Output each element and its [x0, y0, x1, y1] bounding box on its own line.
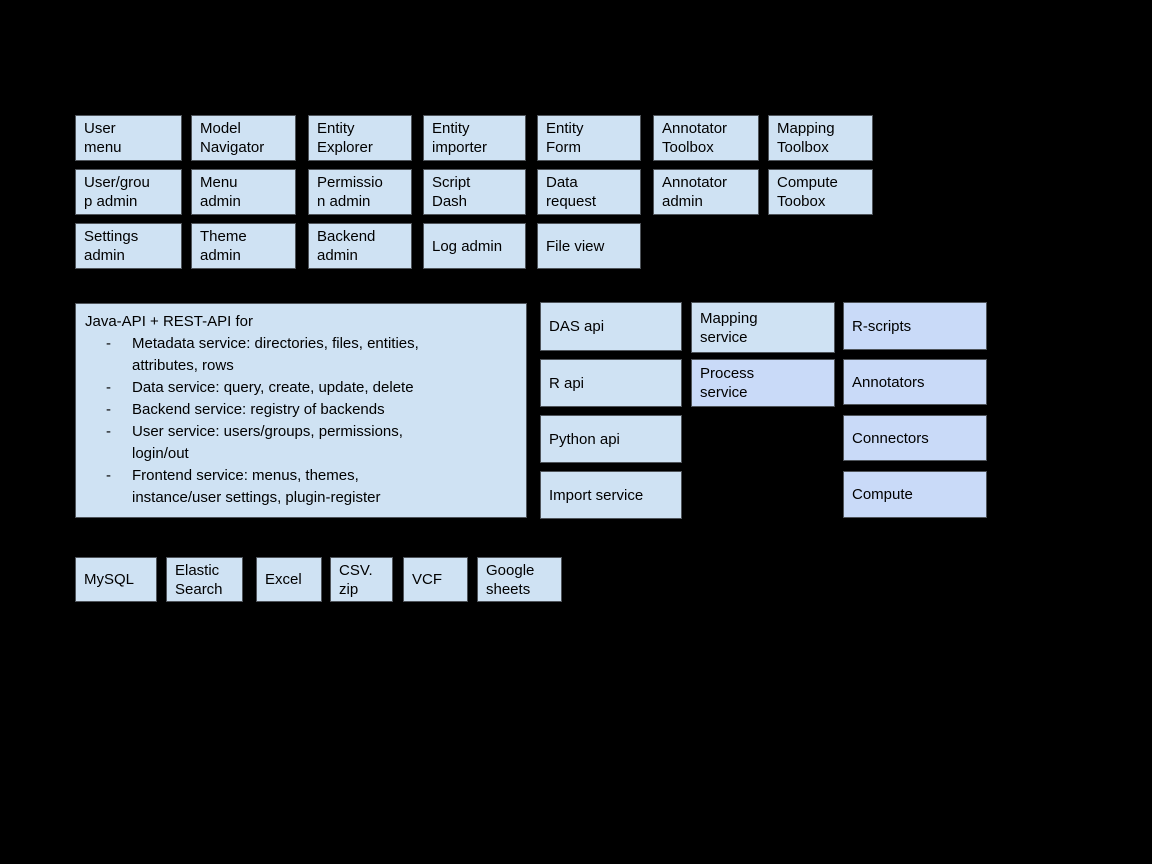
node-excel: Excel — [256, 557, 322, 602]
bullet-dash: - — [106, 467, 111, 484]
node-compute: Compute — [843, 471, 987, 518]
node-mysql: MySQL — [75, 557, 157, 602]
node-menu-admin: Menu admin — [191, 169, 296, 215]
api-box-bullet-text: Backend service: registry of backends — [132, 401, 385, 418]
node-data-request: Data request — [537, 169, 641, 215]
node-permission-admin: Permissio n admin — [308, 169, 412, 215]
node-annotator-admin: Annotator admin — [653, 169, 759, 215]
node-csv-zip: CSV. zip — [330, 557, 393, 602]
node-backend-admin: Backend admin — [308, 223, 412, 269]
api-box-bullet-data: - Data service: query, create, update, d… — [85, 377, 517, 399]
bullet-dash: - — [106, 423, 111, 440]
api-box-bullet-text: Data service: query, create, update, del… — [132, 379, 414, 396]
node-mapping-service: Mapping service — [691, 302, 835, 353]
node-entity-form: Entity Form — [537, 115, 641, 161]
node-entity-explorer: Entity Explorer — [308, 115, 412, 161]
bullet-dash: - — [106, 401, 111, 418]
node-log-admin: Log admin — [423, 223, 526, 269]
node-compute-toolbox: Compute Toobox — [768, 169, 873, 215]
node-r-scripts: R-scripts — [843, 302, 987, 350]
node-python-api: Python api — [540, 415, 682, 463]
node-google-sheets: Google sheets — [477, 557, 562, 602]
node-mapping-toolbox: Mapping Toolbox — [768, 115, 873, 161]
node-connectors: Connectors — [843, 415, 987, 461]
api-box-bullet-text: Metadata service: directories, files, en… — [132, 335, 419, 374]
api-box-bullet-text: Frontend service: menus, themes, instanc… — [132, 467, 381, 506]
node-settings-admin: Settings admin — [75, 223, 182, 269]
node-import-service: Import service — [540, 471, 682, 519]
node-java-rest-api: Java-API + REST-API for - Metadata servi… — [75, 303, 527, 518]
bullet-dash: - — [106, 335, 111, 352]
node-user-group-admin: User/grou p admin — [75, 169, 182, 215]
node-annotators: Annotators — [843, 359, 987, 405]
api-box-title: Java-API + REST-API for — [85, 313, 253, 330]
node-annotator-toolbox: Annotator Toolbox — [653, 115, 759, 161]
api-box-bullet-metadata: - Metadata service: directories, files, … — [85, 333, 517, 377]
node-das-api: DAS api — [540, 302, 682, 351]
node-entity-importer: Entity importer — [423, 115, 526, 161]
api-box-bullet-user: - User service: users/groups, permission… — [85, 421, 517, 465]
bullet-dash: - — [106, 379, 111, 396]
node-user-menu: User menu — [75, 115, 182, 161]
api-box-bullet-frontend: - Frontend service: menus, themes, insta… — [85, 465, 517, 509]
node-r-api: R api — [540, 359, 682, 407]
api-box-bullet-text: User service: users/groups, permissions,… — [132, 423, 403, 462]
node-model-navigator: Model Navigator — [191, 115, 296, 161]
node-process-service: Process service — [691, 359, 835, 407]
node-elastic-search: Elastic Search — [166, 557, 243, 602]
api-box-bullet-backend: - Backend service: registry of backends — [85, 399, 517, 421]
node-file-view: File view — [537, 223, 641, 269]
node-theme-admin: Theme admin — [191, 223, 296, 269]
node-script-dash: Script Dash — [423, 169, 526, 215]
node-vcf: VCF — [403, 557, 468, 602]
